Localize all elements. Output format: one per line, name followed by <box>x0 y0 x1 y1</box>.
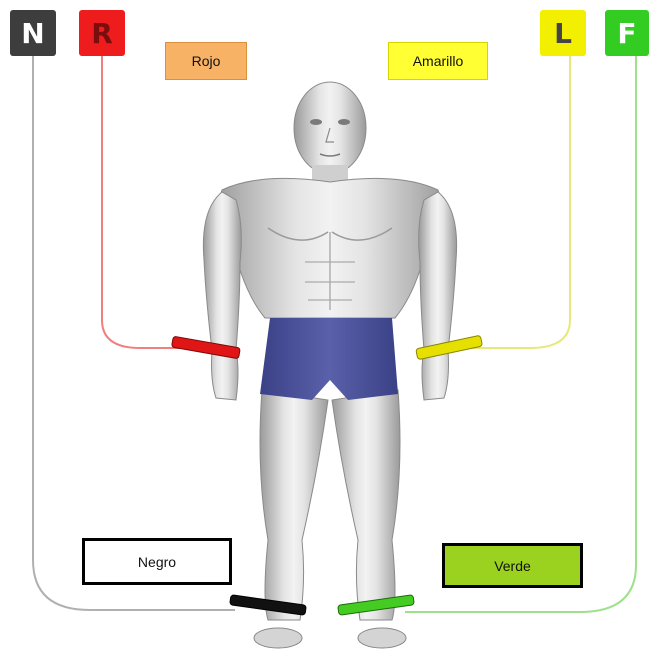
label-negro: Negro <box>82 538 232 585</box>
label-amarillo: Amarillo <box>388 42 488 80</box>
shorts <box>260 318 398 400</box>
lead-l-box: L <box>540 10 586 56</box>
yellow-lead-wire <box>470 56 570 348</box>
lead-n-box: N <box>10 10 56 56</box>
label-verde: Verde <box>442 543 583 588</box>
lead-r-box: R <box>79 10 125 56</box>
label-rojo: Rojo <box>165 42 247 80</box>
black-lead-wire <box>33 56 235 610</box>
lead-f-box: F <box>605 10 649 56</box>
red-lead-wire <box>102 56 180 348</box>
